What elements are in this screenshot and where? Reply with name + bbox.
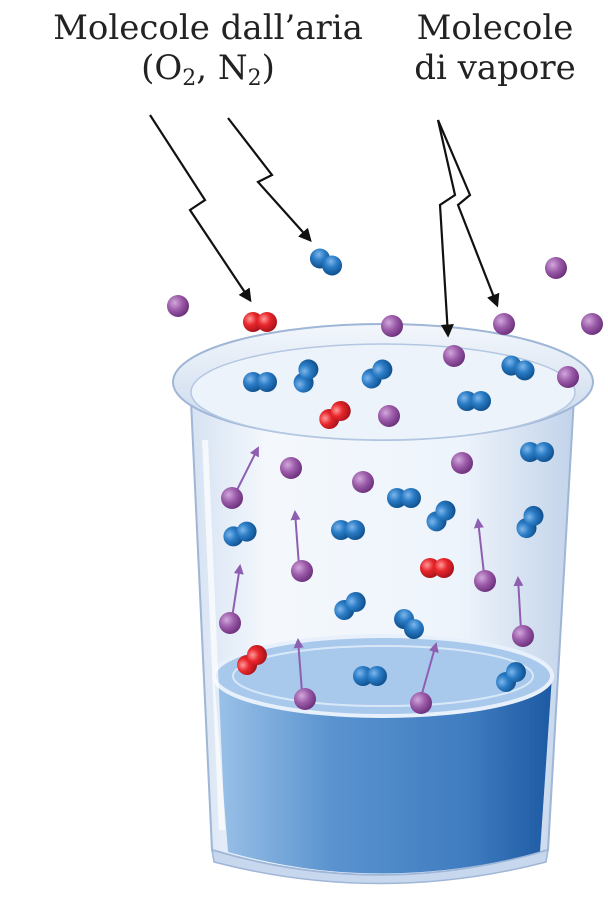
label-pointer-arrows bbox=[150, 115, 497, 335]
arrow-to-vapor-2 bbox=[438, 120, 497, 305]
arrow-to-blue-molecule bbox=[228, 118, 310, 240]
arrow-to-red-molecule bbox=[150, 115, 250, 300]
